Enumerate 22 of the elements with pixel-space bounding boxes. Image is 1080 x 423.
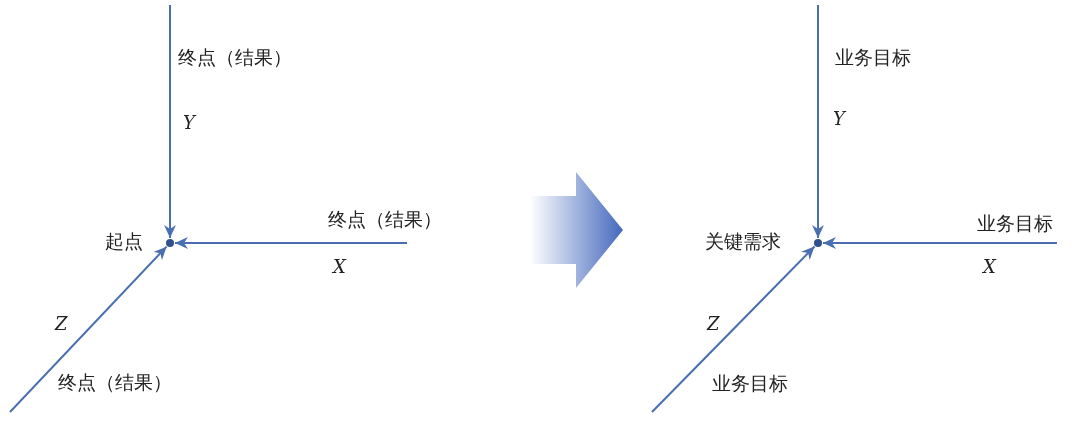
axis-arrow: [812, 4, 824, 239]
axis-label: Y: [832, 110, 846, 128]
axis-arrow: [164, 4, 176, 239]
axis-label: X: [332, 258, 347, 276]
origin-label: 起点: [105, 232, 143, 251]
origin-dot: [166, 239, 174, 247]
endpoint-label: 终点（结果）: [328, 210, 442, 229]
endpoint-label: 终点（结果）: [178, 48, 292, 67]
axis-arrow: [822, 237, 1058, 249]
axis-label: X: [982, 258, 997, 276]
endpoint-label: 业务目标: [977, 214, 1053, 233]
axis-arrow: [174, 237, 408, 249]
endpoint-label: 终点（结果）: [58, 373, 172, 392]
endpoint-label: 业务目标: [712, 374, 788, 393]
origin-label: 关键需求: [705, 232, 781, 251]
axis-label: Z: [54, 315, 69, 333]
axis-label: Y: [182, 114, 196, 132]
axis-arrow: [651, 245, 816, 413]
axis-arrow: [9, 245, 168, 413]
origin-dot: [814, 239, 822, 247]
endpoint-label: 业务目标: [835, 48, 911, 67]
axis-label: Z: [706, 315, 721, 333]
